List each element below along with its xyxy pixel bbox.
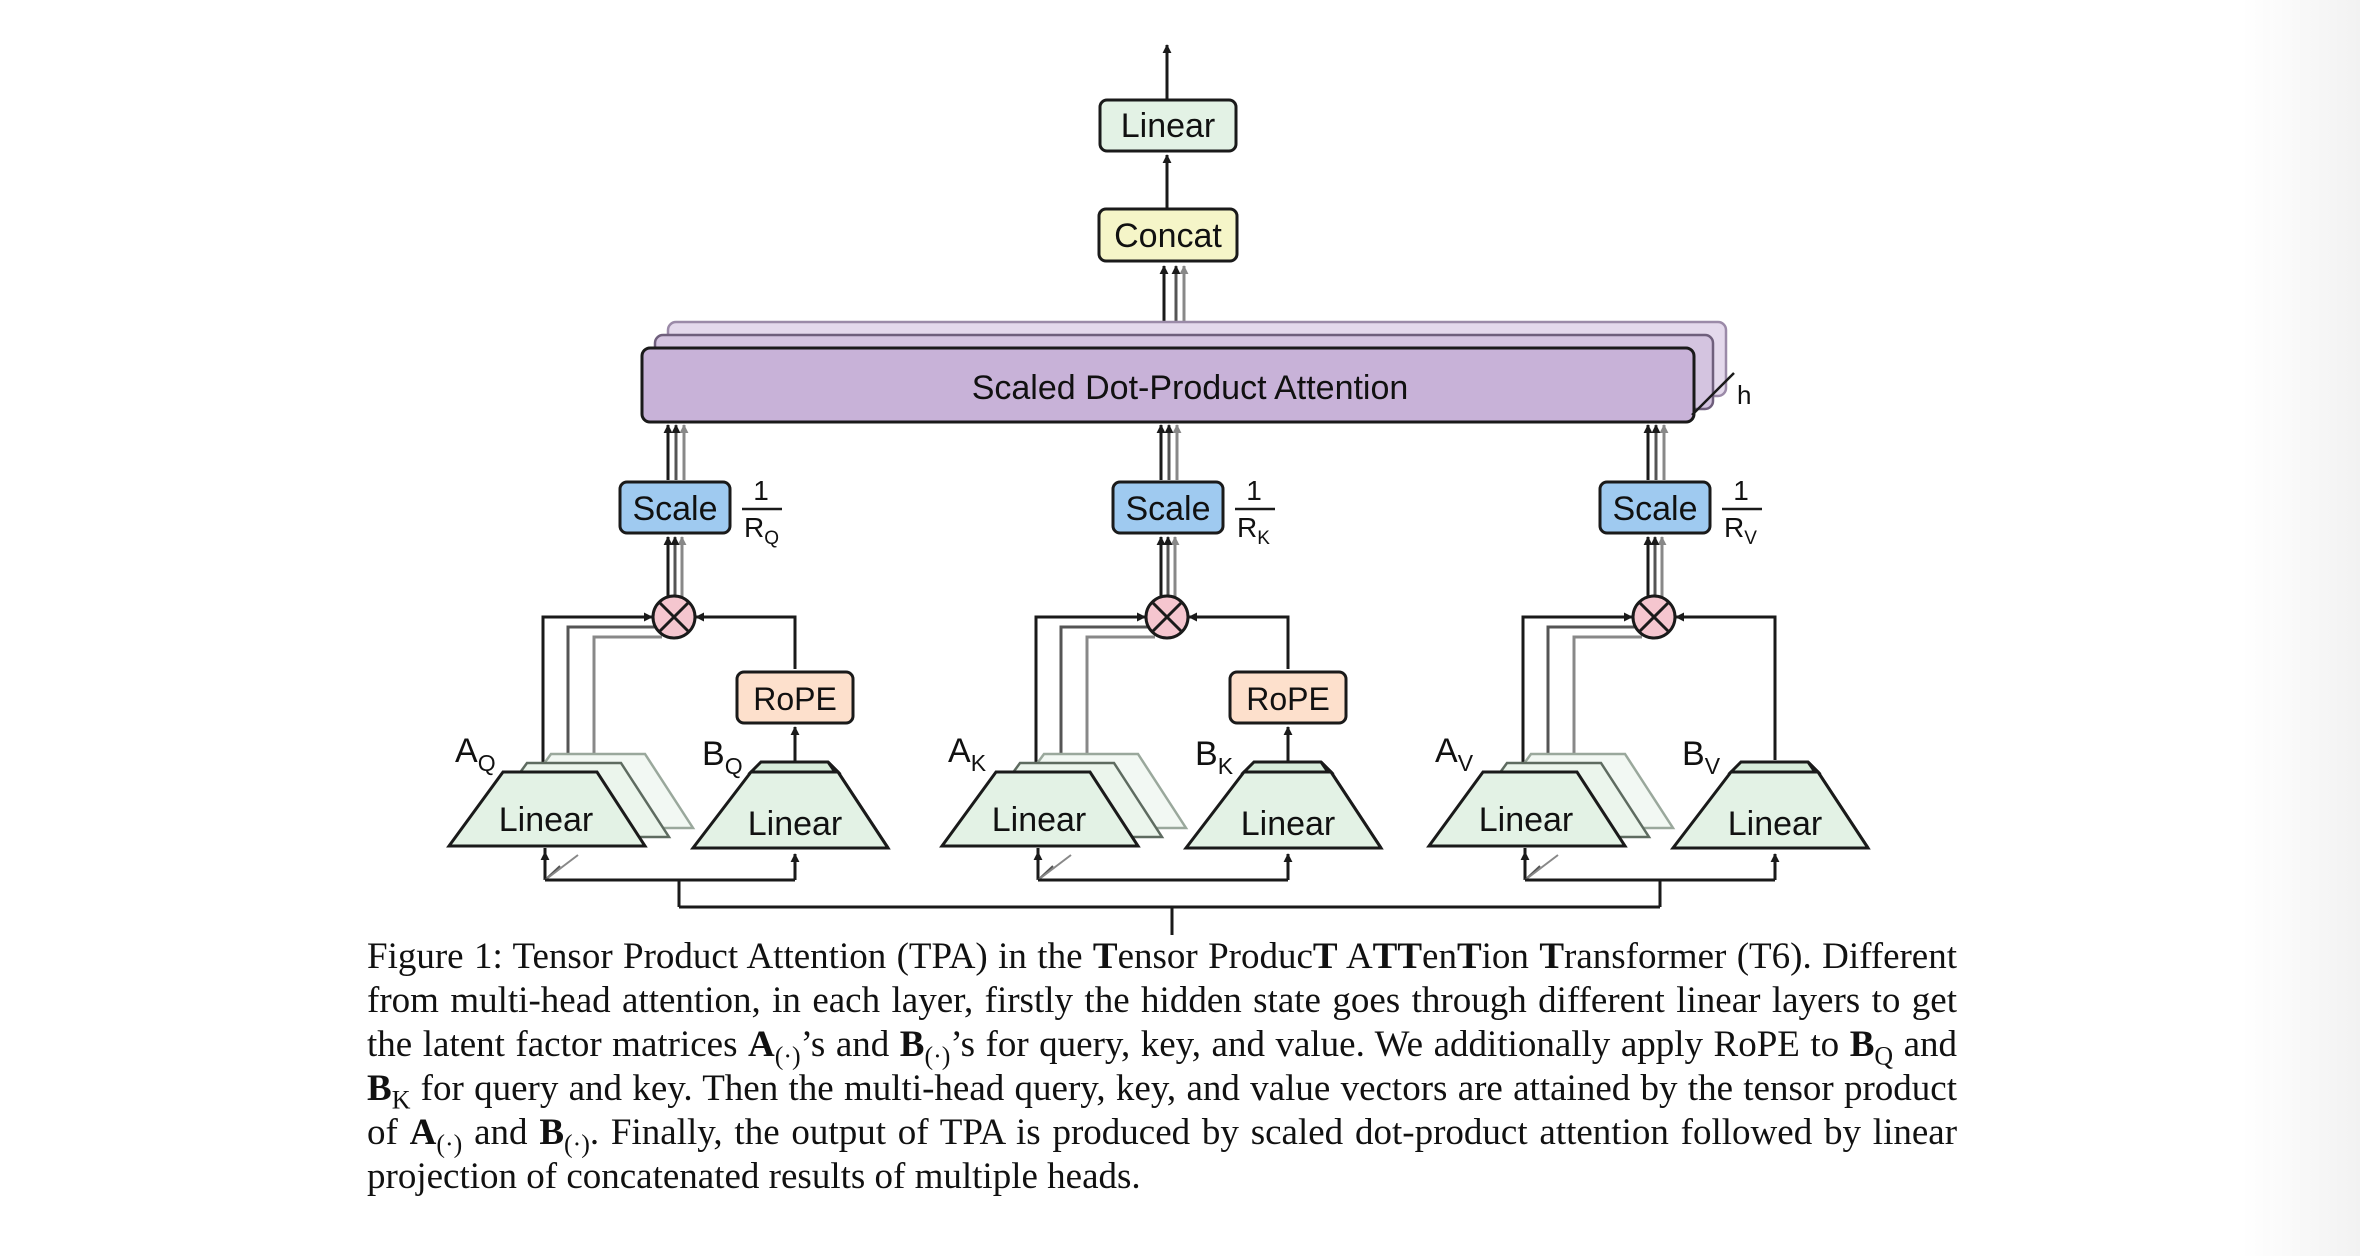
heads-label: h bbox=[1737, 380, 1751, 410]
a-factor-label: AV bbox=[1435, 732, 1474, 776]
attention-label: Scaled Dot-Product Attention bbox=[972, 369, 1409, 407]
page-edge-shadow bbox=[2240, 0, 2360, 1256]
linear-trapezoid bbox=[1426, 770, 1628, 848]
fraction-numerator: 1 bbox=[1733, 475, 1749, 506]
scale-label: Scale bbox=[1612, 490, 1697, 528]
a-factor-line bbox=[1546, 625, 1636, 772]
scale-block: Scale bbox=[618, 480, 732, 535]
attention-block: Scaled Dot-Product Attention bbox=[640, 320, 1728, 424]
a-linear-label: Linear bbox=[1479, 801, 1574, 839]
b-linear-block: Linear bbox=[1182, 760, 1384, 850]
scale-factor: 1RK bbox=[1235, 475, 1275, 549]
output-linear-label: Linear bbox=[1121, 107, 1216, 145]
a-input-branch bbox=[544, 854, 579, 881]
b-factor-label: BV bbox=[1682, 735, 1721, 779]
a-factor-label: AQ bbox=[455, 732, 496, 776]
a-factor-label: AK bbox=[948, 732, 987, 776]
a-linear-label: Linear bbox=[992, 801, 1087, 839]
figure-caption: Figure 1: Tensor Product Attention (TPA)… bbox=[367, 936, 1958, 1197]
linear-trapezoid bbox=[446, 770, 648, 848]
b-factor-line bbox=[1188, 612, 1290, 669]
scale-label: Scale bbox=[1125, 490, 1210, 528]
a-factor-line bbox=[1059, 625, 1149, 772]
a-linear-stack: Linear bbox=[939, 752, 1189, 848]
concat-label: Concat bbox=[1114, 217, 1222, 255]
heads-slash bbox=[1691, 372, 1735, 416]
b-factor-line bbox=[695, 612, 797, 669]
scale-block: Scale bbox=[1598, 480, 1712, 535]
b-linear-label: Linear bbox=[1728, 805, 1823, 843]
b-factor-line bbox=[1675, 612, 1777, 760]
output-linear-block: Linear bbox=[1098, 98, 1238, 153]
caption-label: Figure 1: bbox=[367, 936, 503, 977]
b-linear-label: Linear bbox=[1241, 805, 1336, 843]
fraction-numerator: 1 bbox=[1246, 475, 1262, 506]
fraction-denominator: RQ bbox=[744, 512, 779, 549]
scale-block: Scale bbox=[1111, 480, 1225, 535]
scale-factor: 1RV bbox=[1722, 475, 1762, 549]
scale-label: Scale bbox=[632, 490, 717, 528]
fraction-denominator: RK bbox=[1237, 512, 1270, 549]
linear-trapezoid bbox=[939, 770, 1141, 848]
a-linear-stack: Linear bbox=[446, 752, 696, 848]
a-factor-line bbox=[1572, 635, 1642, 760]
tensor-product-icon bbox=[1631, 594, 1677, 640]
b-factor-label: BK bbox=[1195, 735, 1234, 779]
rope-label: RoPE bbox=[753, 681, 837, 717]
a-input-branch bbox=[1037, 854, 1072, 881]
a-linear-label: Linear bbox=[499, 801, 594, 839]
rope-block: RoPE bbox=[735, 670, 855, 725]
tensor-product-icon bbox=[1144, 594, 1190, 640]
tensor-product-icon bbox=[651, 594, 697, 640]
b-linear-block: Linear bbox=[1669, 760, 1871, 850]
a-linear-stack: Linear bbox=[1426, 752, 1676, 848]
fraction-denominator: RV bbox=[1724, 512, 1757, 549]
a-factor-line bbox=[566, 625, 656, 772]
a-factor-line bbox=[1085, 635, 1155, 760]
scale-factor: 1RQ bbox=[742, 475, 782, 549]
a-input-branch bbox=[1524, 854, 1559, 881]
tpa-architecture-diagram: Linear Concat Scaled Dot-Product Attenti… bbox=[446, 44, 1871, 935]
b-factor-label: BQ bbox=[702, 735, 743, 779]
rope-block: RoPE bbox=[1228, 670, 1348, 725]
fraction-numerator: 1 bbox=[753, 475, 769, 506]
b-linear-label: Linear bbox=[748, 805, 843, 843]
a-factor-line bbox=[592, 635, 662, 760]
concat-block: Concat bbox=[1097, 207, 1239, 263]
rope-label: RoPE bbox=[1246, 681, 1330, 717]
b-linear-block: Linear bbox=[689, 760, 891, 850]
input-bus bbox=[677, 880, 1662, 935]
